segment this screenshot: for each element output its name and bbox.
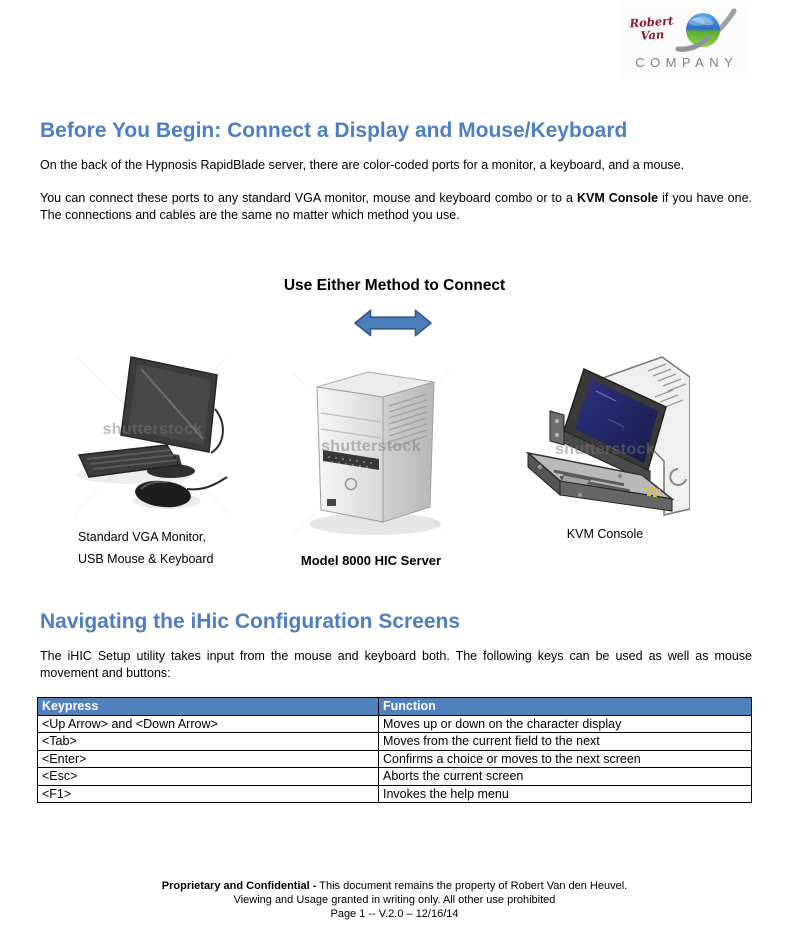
function-cell: Moves from the current field to the next (378, 732, 752, 751)
caption-server: Model 8000 HIC Server (300, 553, 442, 568)
paragraph-connect-post: if you have one. The connections and cab… (40, 191, 753, 222)
keypress-cell: <Up Arrow> and <Down Arrow> (37, 714, 379, 733)
table-row: <Enter> Confirms a choice or moves to th… (37, 749, 752, 768)
table-header-keypress: Keypress (37, 697, 379, 716)
paragraph-ports: On the back of the Hypnosis RapidBlade s… (40, 158, 685, 172)
kvm-console-bold: KVM Console (576, 191, 659, 205)
function-cell: Invokes the help menu (378, 784, 752, 803)
paragraph-connect: You can connect these ports to any stand… (40, 190, 752, 223)
company-logo: Robert Van COMPANY (620, 5, 748, 75)
paragraph-connect-pre: You can connect these ports to any stand… (40, 191, 577, 205)
function-cell: Aborts the current screen (378, 767, 752, 786)
logo-company-text: COMPANY (635, 55, 739, 70)
keypress-cell: <Esc> (37, 767, 379, 786)
function-cell: Confirms a choice or moves to the next s… (378, 749, 752, 768)
caption-monitor-line1: Standard VGA Monitor, (78, 530, 206, 544)
table-header-function: Function (378, 697, 752, 716)
keypress-cell: <Tab> (37, 732, 379, 751)
server-illustration (291, 371, 451, 538)
keypress-cell: <Enter> (37, 749, 379, 768)
caption-kvm: KVM Console (566, 527, 644, 541)
table-row: <Up Arrow> and <Down Arrow> Moves up or … (37, 714, 752, 733)
double-arrow-icon (354, 307, 432, 339)
table-row: <F1> Invokes the help menu (37, 784, 752, 803)
server-image: shutterstock (287, 352, 455, 544)
kvm-console-image: shutterstock (520, 349, 690, 521)
diagram-heading: Use Either Method to Connect (283, 277, 506, 294)
globe-swoosh-icon (675, 8, 737, 52)
footer-line3: Page 1 -- V.2.0 – 12/16/14 (330, 908, 459, 920)
paragraph-ihic: The iHIC Setup utility takes input from … (40, 649, 752, 680)
monitor-illustration (75, 353, 230, 515)
footer-confidential-bold: Proprietary and Confidential - (161, 880, 317, 892)
table-header-row: Keypress Function (37, 697, 752, 716)
monitor-image: shutterstock (75, 349, 230, 519)
logo-name: Robert Van (623, 14, 681, 44)
section-heading-navigating: Navigating the iHic Configuration Screen… (40, 610, 461, 633)
keypress-cell: <F1> (37, 784, 379, 803)
caption-monitor-line2: USB Mouse & Keyboard (78, 552, 214, 566)
section-heading-before-you-begin: Before You Begin: Connect a Display and … (40, 119, 628, 142)
footer-line1: Proprietary and Confidential - This docu… (0, 879, 789, 893)
kvm-console-illustration (525, 356, 690, 516)
keypress-table: Keypress Function <Up Arrow> and <Down A… (37, 697, 752, 803)
table-row: <Esc> Aborts the current screen (37, 767, 752, 786)
page-footer: Proprietary and Confidential - This docu… (0, 879, 789, 921)
table-row: <Tab> Moves from the current field to th… (37, 732, 752, 751)
footer-line1-rest: This document remains the property of Ro… (316, 880, 628, 892)
caption-monitor: Standard VGA Monitor, USB Mouse & Keyboa… (78, 526, 248, 570)
function-cell: Moves up or down on the character displa… (378, 714, 752, 733)
footer-line2: Viewing and Usage granted in writing onl… (233, 894, 556, 906)
